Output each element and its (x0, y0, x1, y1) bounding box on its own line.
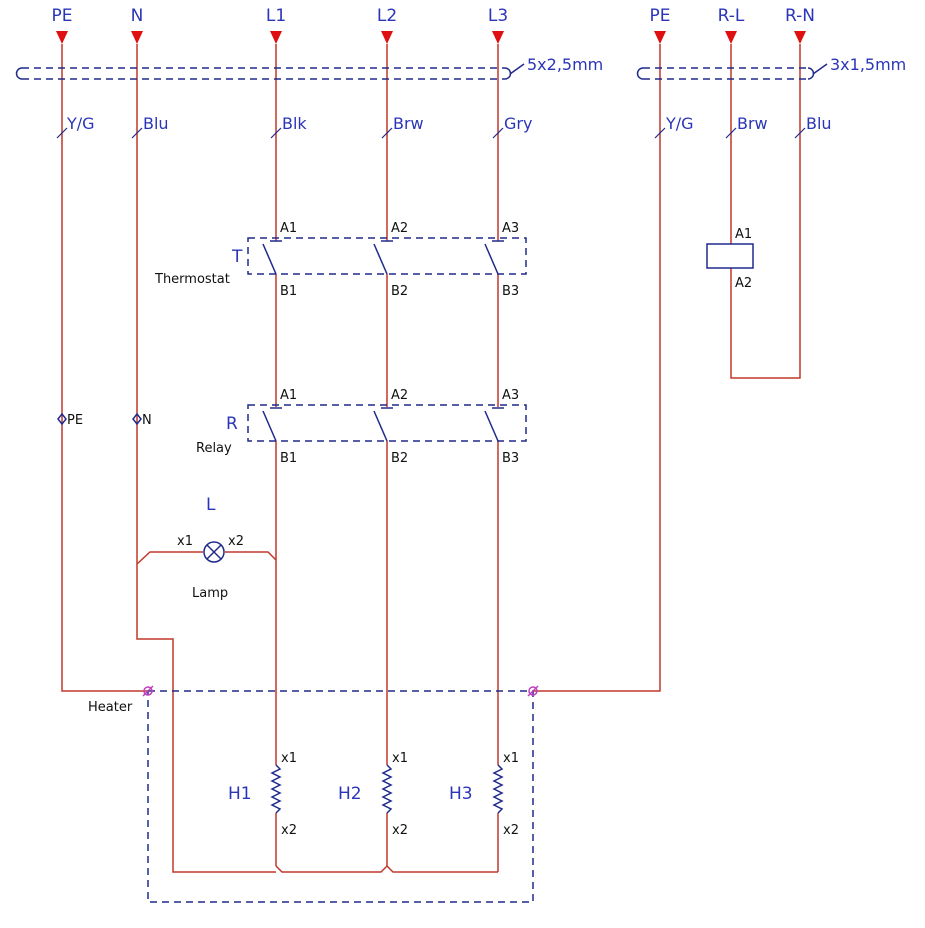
relay-b1: B1 (280, 451, 297, 466)
relay-a3: A3 (502, 388, 519, 403)
supply-label-l2: L2 (377, 6, 397, 26)
thermostat-b1: B1 (280, 284, 297, 299)
wire-color-n: Blu (143, 114, 169, 133)
supply-label-l3: L3 (488, 6, 508, 26)
wire-pe (61, 44, 148, 692)
heater-name: Heater (88, 700, 133, 715)
relay-b2: B2 (391, 451, 408, 466)
supply-arrows (56, 31, 806, 44)
heater-h3-x2: x2 (503, 823, 519, 838)
wire-color-l3: Gry (504, 114, 532, 133)
cable-main (15, 63, 525, 80)
wire-lamp-right (225, 551, 277, 561)
arrow-rl (725, 31, 737, 44)
heater-h2-x1: x1 (392, 751, 408, 766)
heater-coils (270, 764, 504, 814)
thermostat-a1: A1 (280, 221, 297, 236)
supply-label-rl: R-L (718, 6, 745, 26)
lamp-x1: x1 (177, 534, 193, 549)
thermostat-b3: B3 (502, 284, 519, 299)
arrow-pe2 (654, 31, 666, 44)
lamp-x2: x2 (228, 534, 244, 549)
lamp-symbol (203, 541, 225, 563)
coil-a2: A2 (735, 276, 752, 291)
thermostat-name: Thermostat (154, 272, 230, 287)
cable-control (636, 63, 828, 80)
cable-control-label: 3x1,5mm (830, 55, 906, 74)
supply-label-l1: L1 (266, 6, 286, 26)
terminal-n-label: N (142, 413, 152, 428)
conductor-ticks (56, 127, 806, 139)
heater-h1-tag: H1 (228, 784, 252, 804)
coil-a1: A1 (735, 227, 752, 242)
wire-color-rl: Brw (737, 114, 768, 133)
wire-color-pe2: Y/G (665, 114, 694, 133)
supply-label-n: N (131, 6, 144, 26)
supply-label-rn: R-N (785, 6, 815, 26)
terminal-pe-label: PE (67, 413, 83, 428)
arrow-l1 (270, 31, 282, 44)
relay-a2: A2 (391, 388, 408, 403)
wire-lamp-left (136, 551, 203, 565)
thermostat-a2: A2 (391, 221, 408, 236)
lamp-tag: L (206, 495, 216, 515)
heater-h2-tag: H2 (338, 784, 362, 804)
terminal-n (132, 412, 142, 426)
wire-n (136, 44, 276, 873)
wire-star-1 (275, 865, 388, 873)
heater-h3-tag: H3 (449, 784, 473, 804)
heater-h2-x2: x2 (392, 823, 408, 838)
thermostat-a3: A3 (502, 221, 519, 236)
relay-contacts (247, 404, 527, 442)
arrow-l2 (381, 31, 393, 44)
relay-tag: R (226, 414, 238, 434)
relay-coil (706, 243, 754, 269)
supply-label-pe2: PE (650, 6, 671, 26)
relay-b3: B3 (502, 451, 519, 466)
arrow-pe (56, 31, 68, 44)
supply-label-pe: PE (52, 6, 73, 26)
heater-h1-x2: x2 (281, 823, 297, 838)
cable-main-label: 5x2,5mm (527, 55, 603, 74)
arrow-n (131, 31, 143, 44)
wire-color-pe: Y/G (66, 114, 95, 133)
wire-color-l2: Brw (393, 114, 424, 133)
lamp-name: Lamp (192, 586, 228, 601)
terminal-pe (57, 412, 67, 426)
arrow-l3 (492, 31, 504, 44)
thermostat-b2: B2 (391, 284, 408, 299)
relay-a1: A1 (280, 388, 297, 403)
wire-star-2 (386, 865, 498, 873)
heater-h3-x1: x1 (503, 751, 519, 766)
arrow-rn (794, 31, 806, 44)
wire-color-l1: Blk (282, 114, 307, 133)
wire-pe2 (533, 44, 661, 692)
thermostat-tag: T (231, 247, 243, 267)
wire-color-rn: Blu (806, 114, 832, 133)
wires (61, 44, 801, 873)
relay-name: Relay (196, 441, 232, 456)
heater-enclosure (142, 685, 539, 903)
thermostat-contacts (247, 237, 527, 275)
wire-coil-loop (730, 44, 801, 379)
heater-h1-x1: x1 (281, 751, 297, 766)
